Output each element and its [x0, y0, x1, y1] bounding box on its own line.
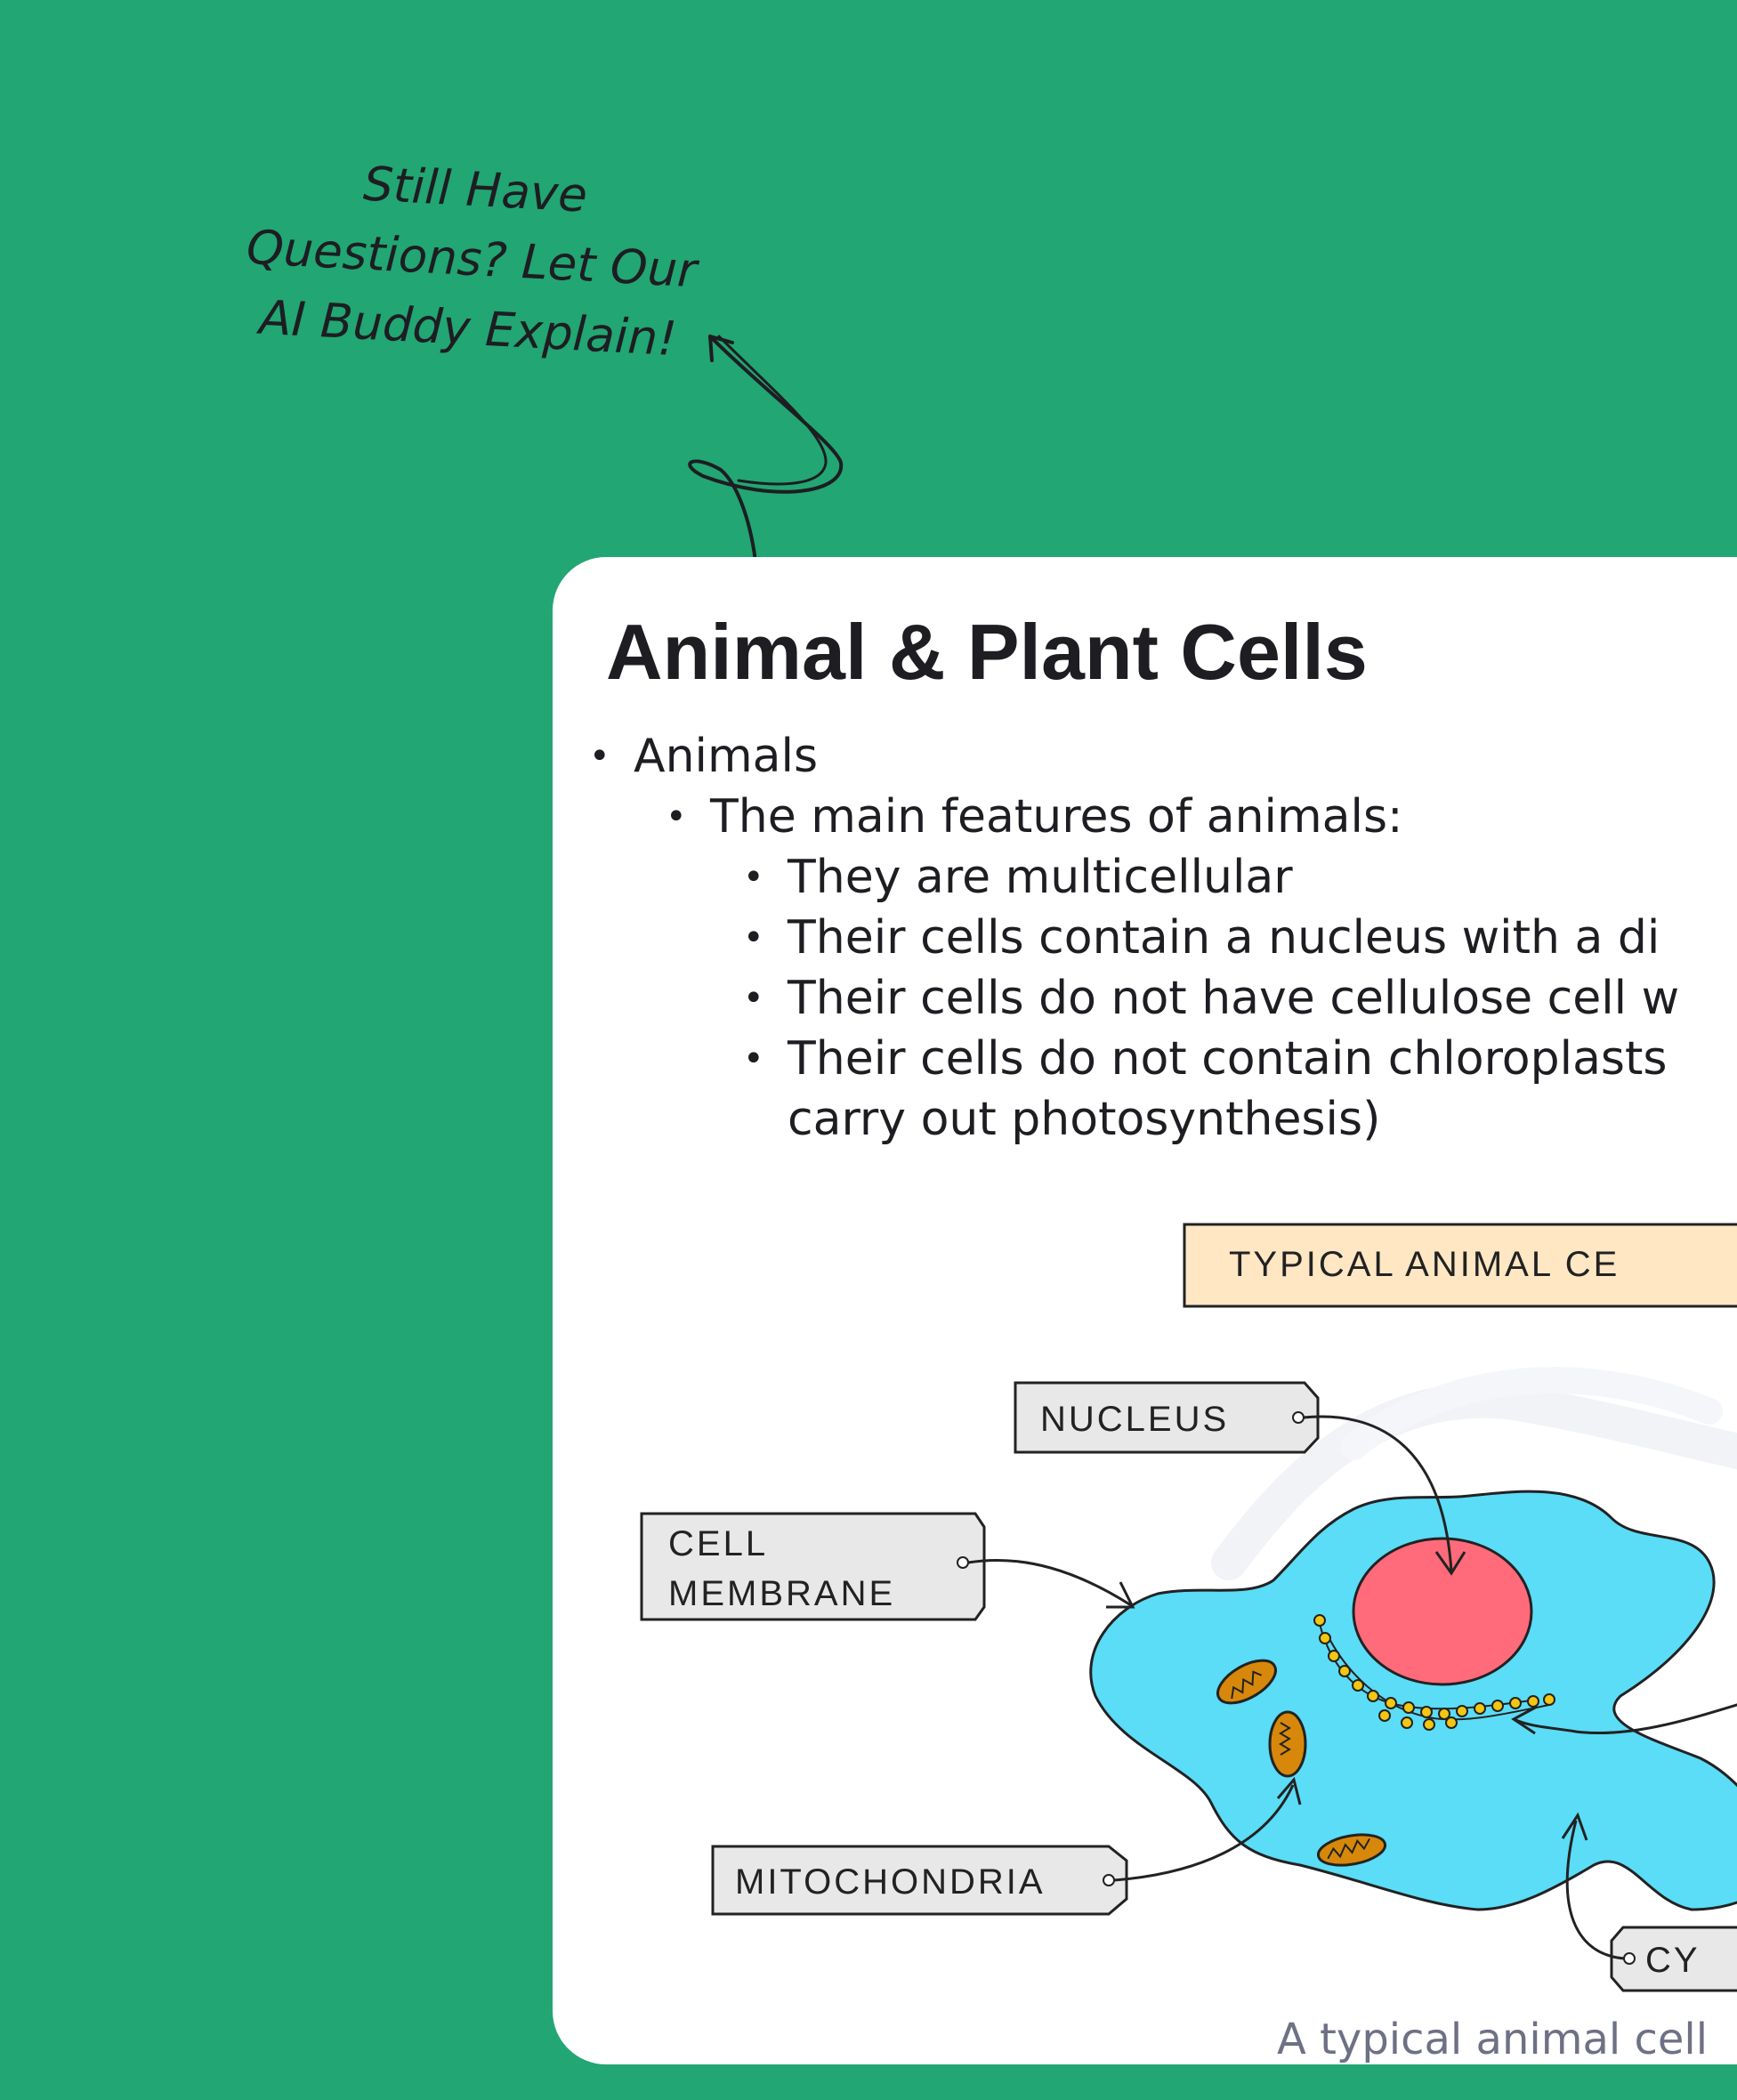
list-item-text: carry out photosynthesis)	[788, 1093, 1381, 1146]
arrow-icon	[1513, 1703, 1737, 1735]
label-cell-membrane-text: MEMBRANE	[668, 1574, 895, 1613]
diagram-caption: A typical animal cell	[1277, 2015, 1709, 2064]
label-mitochondria-text: MITOCHONDRIA	[735, 1862, 1046, 1902]
label-cell-membrane-text: CELL	[668, 1524, 768, 1563]
arrowhead-icon	[1561, 1812, 1588, 1841]
list-item-continuation: carry out photosynthesis)	[788, 1089, 1380, 1150]
label-cytoplasm: CY	[1610, 1926, 1737, 1992]
list-item: • The main features of animals:	[666, 787, 1403, 847]
list-item: • They are multicellular	[743, 847, 1293, 908]
label-mitochondria: MITOCHONDRIA	[711, 1845, 1128, 1916]
label-nucleus: NUCLEUS	[1014, 1381, 1320, 1454]
list-item: • Animals	[589, 726, 819, 787]
bullet-icon: •	[743, 978, 764, 1019]
arrowhead-icon	[1276, 1776, 1302, 1805]
label-nucleus-text: NUCLEUS	[1040, 1400, 1229, 1439]
arrow-icon	[1565, 1820, 1625, 1960]
arrow-icon	[967, 1559, 1132, 1607]
diagram-heading-text: TYPICAL ANIMAL CE	[1229, 1245, 1620, 1284]
label-cell-membrane: CELL MEMBRANE	[640, 1512, 986, 1621]
list-item-text: The main features of animals:	[710, 790, 1403, 844]
bullet-icon: •	[743, 1038, 764, 1079]
bullet-icon: •	[666, 796, 687, 837]
callout-arrow-icon	[688, 335, 844, 598]
animal-cell-diagram: TYPICAL ANIMAL CE	[640, 1223, 1737, 1992]
arrowhead-icon	[1434, 1551, 1466, 1576]
bullet-icon: •	[743, 857, 764, 898]
arrow-icon	[1113, 1784, 1295, 1882]
label-cytoplasm-text: CY	[1645, 1941, 1701, 1980]
mitochondrion-shape	[1216, 1659, 1277, 1705]
arrowhead-icon	[1106, 1581, 1135, 1609]
bullet-icon: •	[743, 917, 764, 958]
diagram-heading: TYPICAL ANIMAL CE	[1183, 1223, 1737, 1308]
endoplasmic-reticulum-shape	[1313, 1614, 1555, 1731]
list-item-text: Their cells contain a nucleus with a di	[788, 911, 1660, 965]
mitochondrion-shape	[1316, 1833, 1387, 1867]
arrow-icon	[1303, 1415, 1453, 1572]
list-item: • Their cells contain a nucleus with a d…	[743, 908, 1660, 968]
content-card: Animal & Plant Cells • Animals • The mai…	[553, 557, 1737, 2064]
list-item-text: They are multicellular	[788, 851, 1293, 904]
cytoplasm-shape	[1089, 1490, 1737, 1911]
list-item-text: Their cells do not contain chloroplasts	[788, 1032, 1668, 1086]
nucleus-shape	[1352, 1537, 1533, 1686]
list-item: • Their cells do not contain chloroplast…	[743, 1029, 1668, 1089]
page-title: Animal & Plant Cells	[606, 608, 1368, 696]
list-item: • Their cells do not have cellulose cell…	[743, 968, 1680, 1029]
bullet-icon: •	[589, 736, 610, 777]
list-item-text: Animals	[634, 730, 819, 783]
list-item-text: Their cells do not have cellulose cell w	[788, 972, 1680, 1025]
arrowhead-icon	[1511, 1705, 1538, 1735]
mitochondrion-shape	[1268, 1710, 1307, 1778]
